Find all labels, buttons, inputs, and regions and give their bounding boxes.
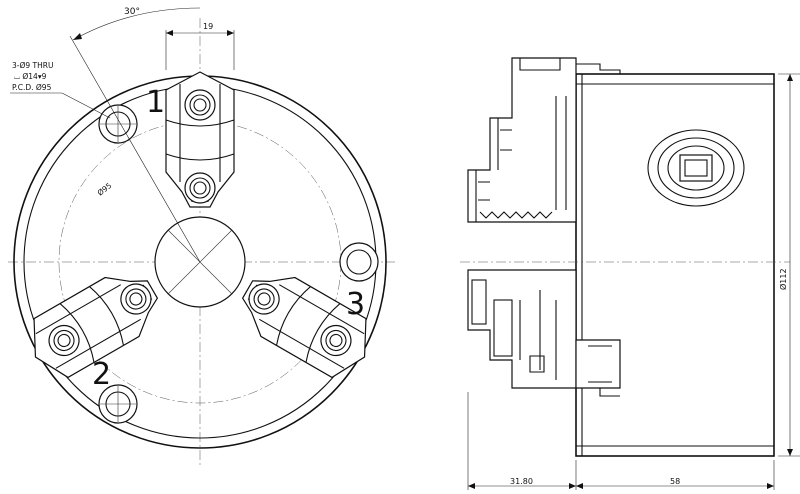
diameter-dimension: Ø112 bbox=[778, 73, 800, 457]
diameter-label: Ø112 bbox=[778, 268, 788, 290]
jaw-width-dimension: 19 bbox=[165, 22, 235, 70]
key-socket bbox=[647, 129, 745, 207]
width-right-label: 58 bbox=[670, 477, 680, 486]
jaw-number-2: 2 bbox=[92, 357, 111, 392]
upper-jaw-side bbox=[467, 57, 621, 223]
mounting-hole-right bbox=[339, 242, 379, 282]
hole-note-pcd: P.C.D. Ø95 bbox=[12, 83, 52, 92]
jaw-1 bbox=[166, 72, 234, 207]
width-dimensions: 31.80 58 bbox=[467, 392, 775, 490]
front-view: 1 2 3 30° 19 3-Ø9 THRU ⌴ Ø14▾9 P.C.D. Ø9… bbox=[8, 7, 395, 465]
jaw-number-1: 1 bbox=[146, 85, 165, 120]
mounting-hole-upper-left bbox=[98, 104, 138, 144]
jaw-width-label: 19 bbox=[203, 22, 213, 31]
angle-label: 30° bbox=[124, 7, 140, 17]
pcd-label: Ø95 bbox=[96, 181, 114, 198]
hole-callout: 3-Ø9 THRU ⌴ Ø14▾9 P.C.D. Ø95 bbox=[10, 61, 111, 119]
side-view: Ø112 31.80 58 bbox=[460, 57, 800, 490]
mounting-hole-bottom bbox=[98, 384, 138, 424]
lower-jaw-side bbox=[467, 269, 621, 397]
chuck-body bbox=[575, 73, 775, 457]
hole-note-counterbore: ⌴ Ø14▾9 bbox=[14, 72, 47, 81]
width-left-label: 31.80 bbox=[510, 477, 533, 486]
hole-note-thru: 3-Ø9 THRU bbox=[12, 61, 53, 70]
angle-dimension: 30° bbox=[69, 7, 201, 263]
jaw-number-3: 3 bbox=[346, 287, 365, 322]
